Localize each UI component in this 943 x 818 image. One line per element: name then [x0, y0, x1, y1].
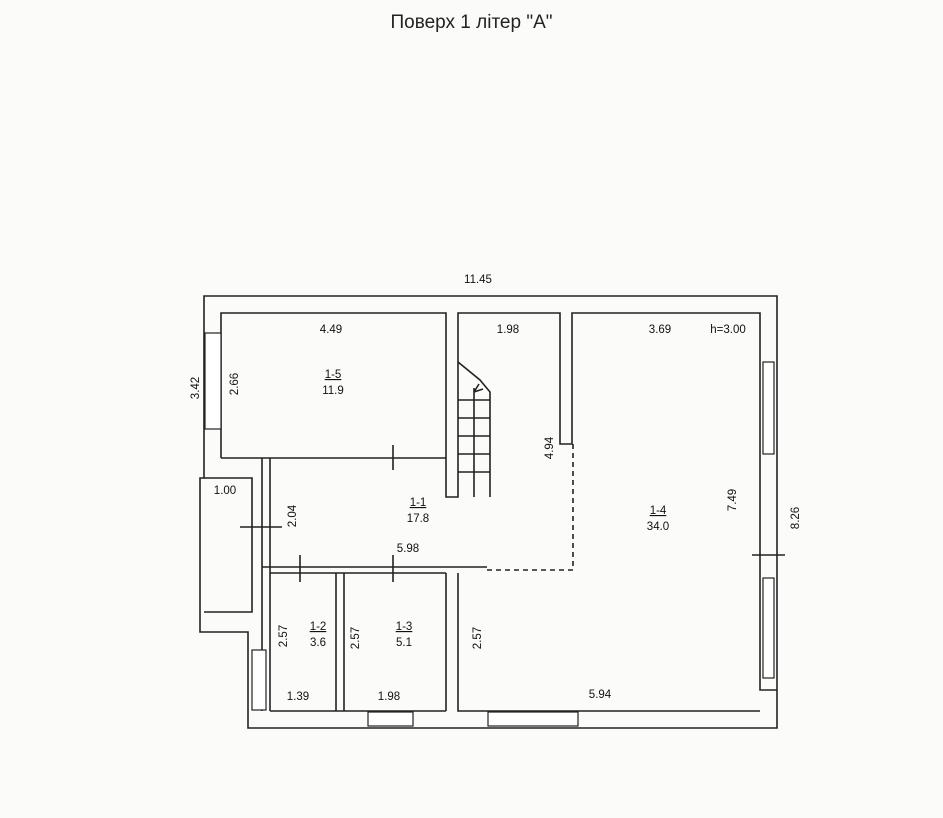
staircase	[457, 361, 491, 497]
window	[762, 361, 775, 455]
svg-text:3.6: 3.6	[310, 637, 326, 649]
open-partition	[487, 444, 574, 571]
room-1-1-label: 1-1 17.8	[407, 497, 429, 525]
ceiling-height: h=3.00	[710, 324, 746, 336]
window	[367, 711, 414, 727]
dim-room-1-2-width: 1.39	[287, 691, 309, 703]
room-1-5-label: 1-5 11.9	[322, 369, 344, 397]
window	[762, 577, 775, 679]
svg-text:1-3: 1-3	[396, 621, 413, 633]
dim-overall-depth: 8.26	[790, 507, 802, 529]
outer-wall	[199, 295, 778, 729]
dim-hall-depth: 2.04	[287, 504, 299, 527]
svg-text:34.0: 34.0	[647, 521, 669, 533]
annex-wall	[204, 477, 253, 613]
window	[204, 332, 222, 430]
dim-room-1-3-width: 1.98	[378, 691, 400, 703]
svg-text:5.1: 5.1	[396, 637, 412, 649]
room-1-3-label: 1-3 5.1	[396, 621, 413, 649]
svg-text:1-5: 1-5	[325, 369, 342, 381]
svg-text:17.8: 17.8	[407, 513, 429, 525]
dim-overall-width: 11.45	[464, 274, 492, 286]
dim-room-1-5-depth: 2.66	[229, 373, 241, 395]
dim-left-depth: 3.42	[190, 377, 202, 399]
dim-stair-width: 1.98	[497, 324, 519, 336]
right-inner-wall	[759, 360, 777, 691]
svg-text:1-2: 1-2	[310, 621, 327, 633]
dim-room-1-2-depth: 2.57	[278, 625, 290, 647]
middle-wall	[262, 566, 760, 712]
dim-hall-width: 5.98	[397, 543, 419, 555]
dim-room-1-4-bottom: 5.94	[589, 689, 612, 701]
dim-room-1-4-lower-depth: 2.57	[472, 627, 484, 649]
dim-partition: 4.94	[544, 436, 556, 459]
svg-text:1-1: 1-1	[410, 497, 427, 509]
room-1-4-label: 1-4 34.0	[647, 505, 669, 533]
svg-text:1-4: 1-4	[650, 505, 667, 517]
door-marks	[240, 445, 785, 582]
dim-room-1-5-width: 4.49	[320, 324, 342, 336]
dim-room-1-3-depth: 2.57	[350, 627, 362, 649]
window	[251, 649, 267, 711]
room-1-2-label: 1-2 3.6	[310, 621, 327, 649]
plan-title: Поверх 1 літер "А"	[390, 12, 553, 33]
dim-annex-width: 1.00	[214, 485, 236, 497]
room-1-5-wall	[220, 312, 761, 498]
dim-room-1-4-top: 3.69	[649, 324, 671, 336]
dim-room-1-4-depth: 7.49	[727, 489, 739, 511]
svg-text:11.9: 11.9	[322, 385, 344, 397]
window	[487, 711, 579, 727]
